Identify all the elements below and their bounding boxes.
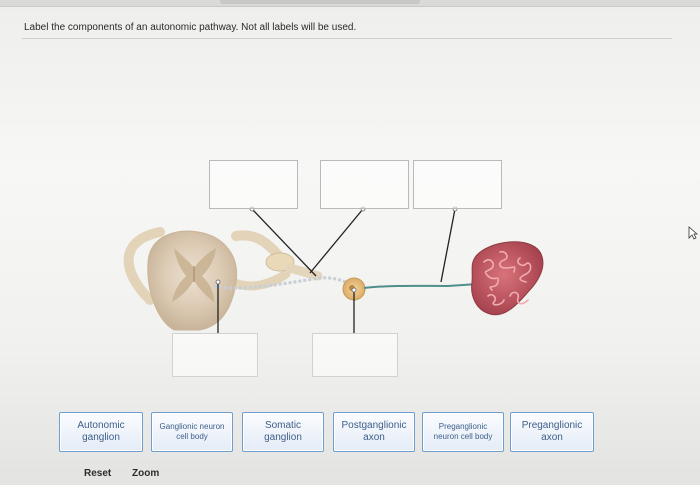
preganglionic-axon bbox=[213, 276, 351, 290]
label-bank: Autonomic ganglion Ganglionic neuron cel… bbox=[59, 412, 599, 454]
drop-target-1[interactable] bbox=[209, 160, 298, 209]
zoom-button[interactable]: Zoom bbox=[132, 468, 160, 479]
pointer-cursor-icon bbox=[688, 226, 698, 240]
postganglionic-axon bbox=[363, 283, 479, 289]
drop-target-5[interactable] bbox=[312, 333, 398, 377]
label-autonomic-ganglion[interactable]: Autonomic ganglion bbox=[59, 412, 143, 452]
label-postganglionic-axon[interactable]: Postganglionic axon bbox=[333, 412, 415, 452]
drop-target-2[interactable] bbox=[320, 160, 409, 209]
label-ganglionic-neuron-cell-body[interactable]: Ganglionic neuron cell body bbox=[151, 412, 233, 452]
label-preganglionic-axon[interactable]: Preganglionic axon bbox=[510, 412, 594, 452]
effector-organ bbox=[471, 241, 544, 316]
blurred-title bbox=[220, 0, 420, 4]
reset-button[interactable]: Reset bbox=[84, 468, 112, 479]
instruction-text: Label the components of an autonomic pat… bbox=[24, 22, 357, 33]
controls: Reset Zoom bbox=[84, 468, 177, 479]
drop-target-4[interactable] bbox=[172, 333, 258, 377]
label-preganglionic-neuron-cell-body[interactable]: Preganglionic neuron cell body bbox=[422, 412, 504, 452]
divider bbox=[22, 38, 672, 39]
label-somatic-ganglion[interactable]: Somatic ganglion bbox=[242, 412, 324, 452]
spinal-cord bbox=[147, 230, 238, 331]
anchor-dots bbox=[215, 206, 458, 293]
browser-top-strip bbox=[0, 0, 700, 7]
drop-target-3[interactable] bbox=[413, 160, 502, 209]
spinal-nerve-roots bbox=[123, 227, 323, 305]
leader-lines bbox=[217, 208, 456, 333]
